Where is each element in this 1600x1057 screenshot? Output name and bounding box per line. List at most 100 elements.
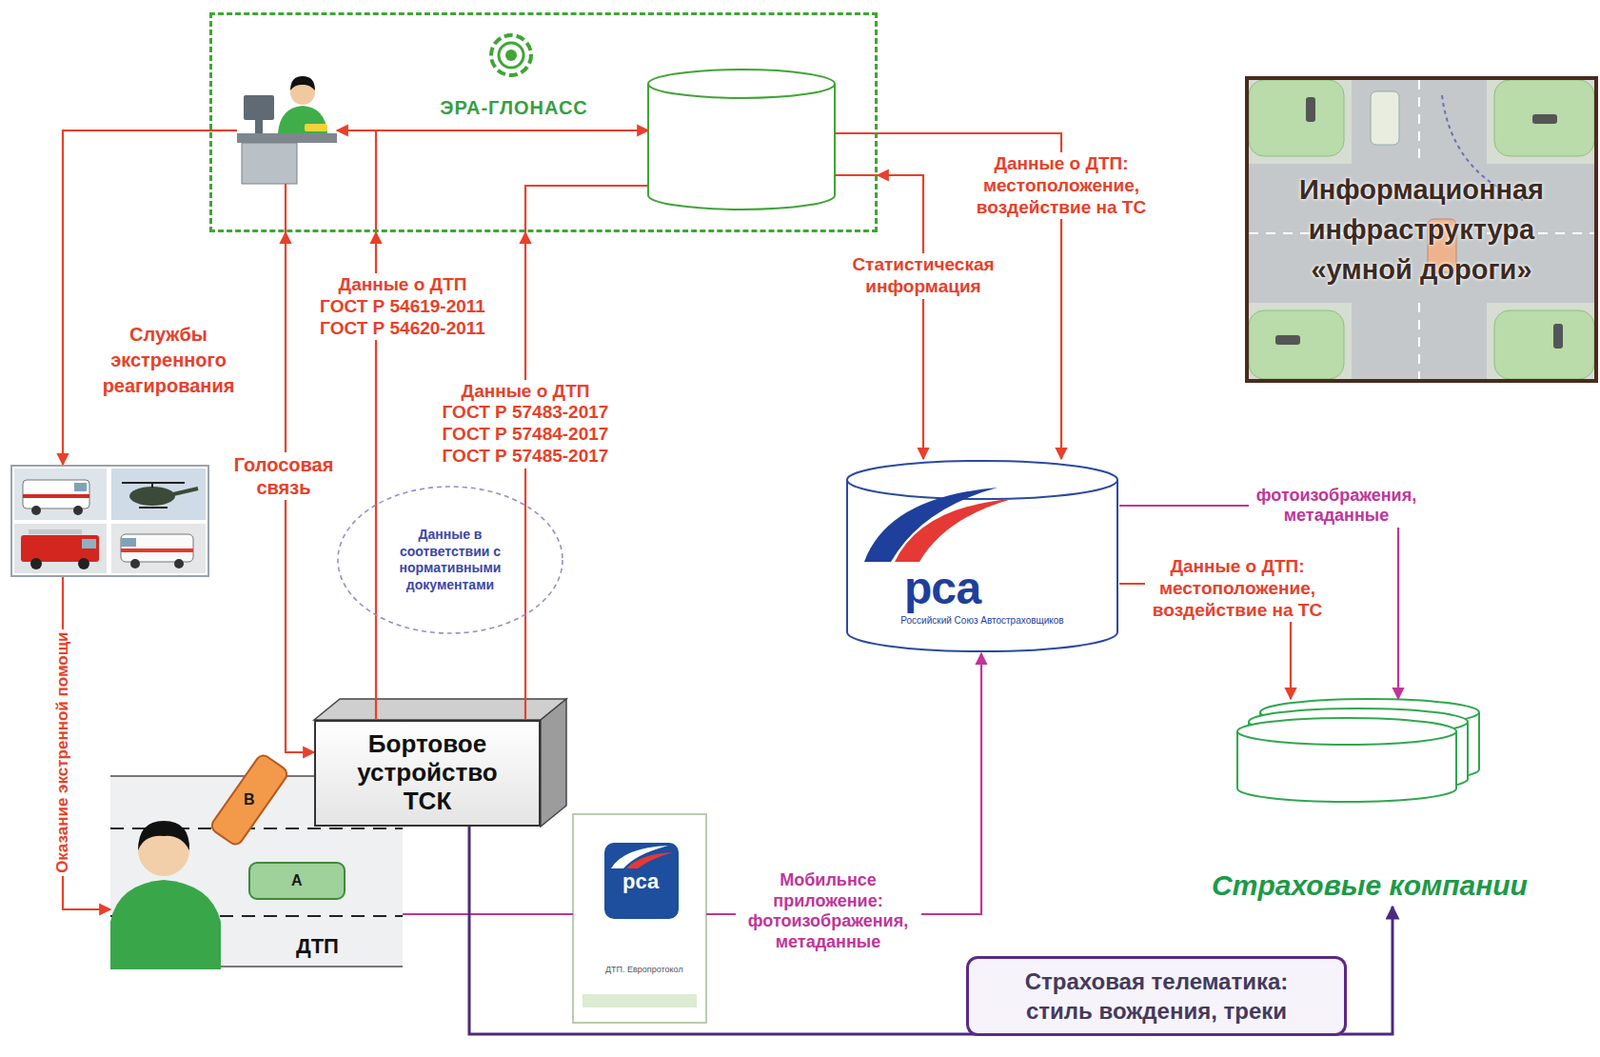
smart-road-picture — [1532, 114, 1558, 124]
system-wires — [209, 130, 878, 233]
operator-desk — [255, 119, 263, 134]
system-wires — [525, 185, 649, 233]
operator-desk — [237, 133, 337, 143]
rescue-vehicles — [20, 534, 99, 562]
operator-desk — [241, 142, 297, 184]
device-box: Бортовое устройство ТСК — [314, 719, 541, 827]
system-wires — [284, 183, 287, 233]
edge-label: Оказание экстренной помощи — [52, 629, 74, 876]
system-wires — [834, 132, 878, 135]
rescue-vehicles — [121, 482, 185, 508]
operator-desk — [243, 95, 275, 120]
node-title: Данные в соответствии с нормативными док… — [388, 526, 513, 593]
rescue-vehicles — [120, 533, 194, 562]
rescue-vehicles — [120, 537, 137, 547]
rescue-vehicles — [30, 557, 42, 570]
node-title: ДТП — [296, 933, 363, 959]
edge-label: Данные о ДТП ГОСТ Р 57483-2017 ГОСТ Р 57… — [434, 379, 616, 469]
smart-road-picture — [1553, 323, 1563, 349]
mobile-app-card — [572, 813, 707, 1023]
operator-desk — [290, 76, 316, 91]
smart-road-picture — [1248, 79, 1595, 379]
device-3d-faces — [314, 698, 567, 720]
connector — [402, 912, 573, 915]
company-stack — [1237, 698, 1480, 802]
company-stack — [1237, 717, 1457, 745]
rescue-vehicles — [22, 493, 90, 498]
smart-road-picture — [1248, 79, 1595, 379]
smart-road-picture — [1305, 97, 1316, 122]
connector — [877, 175, 924, 459]
database-cylinder: рсаРоссийский Союз Автостраховщиков — [845, 458, 1120, 653]
rescue-vehicles — [174, 558, 184, 569]
system-wires — [336, 129, 649, 132]
system-wires — [834, 174, 878, 177]
rescue-vehicles — [22, 479, 90, 509]
edge-label: Данные о ДТП: местоположение, воздействи… — [968, 152, 1155, 219]
operator-desk — [304, 123, 328, 132]
accident-scene — [209, 751, 291, 847]
mobile-app-card — [572, 813, 707, 1023]
smart-road-picture — [1494, 310, 1595, 379]
database-cylinder — [648, 69, 835, 210]
accident-scene — [138, 820, 190, 850]
rescue-vehicles — [173, 488, 198, 494]
rescue-vehicles — [14, 523, 107, 573]
rescue-vehicles — [31, 505, 41, 515]
device-3d-faces — [540, 698, 567, 827]
accident-scene — [209, 751, 291, 847]
rescue-vehicles — [28, 529, 82, 534]
system-wires — [375, 130, 377, 233]
smart-road-picture — [1275, 335, 1301, 345]
node-title: Страховые компании — [1173, 868, 1566, 903]
rescue-vehicles — [111, 523, 206, 573]
mobile-app-card — [582, 993, 697, 1008]
car-letter: B — [243, 790, 256, 809]
smart-road-picture — [1248, 79, 1344, 157]
accident-scene — [249, 862, 345, 899]
company-stack: Страховые компании — [1173, 698, 1566, 907]
rescue-vehicles — [130, 558, 140, 569]
database-cylinder — [648, 83, 835, 210]
node-title: Службы экстренного реагирования — [97, 321, 240, 399]
edge-label: Голосовая связь — [221, 452, 346, 500]
rescue-vehicles — [120, 548, 194, 553]
edge-label: фотоизображения, метаданные — [1248, 484, 1425, 528]
rescue-vehicles — [74, 482, 87, 492]
rescue-vehicles — [129, 486, 176, 506]
device-3d-faces — [314, 698, 567, 827]
smart-road-picture — [1248, 310, 1344, 379]
connector — [524, 232, 527, 720]
rescue-vehicles — [14, 468, 206, 573]
era-glonass-logo — [491, 35, 532, 76]
smart-road-picture — [1248, 79, 1595, 379]
rescue-vehicles — [81, 538, 97, 549]
node-title: Бортовое устройство ТСК — [338, 730, 516, 816]
connector — [1119, 505, 1399, 699]
operator-desk — [277, 105, 328, 134]
connector — [62, 130, 210, 465]
operator-desk — [237, 76, 337, 184]
ellipse-outline — [337, 486, 563, 633]
rescue-vehicles — [111, 468, 206, 520]
service-panel: Службы экстренного реагирования — [10, 464, 210, 577]
node-title: рса — [904, 565, 1120, 612]
rescue-vehicles — [78, 557, 90, 570]
edge-label: Данные о ДТП ГОСТ Р 54619-2011 ГОСТ Р 54… — [312, 273, 494, 340]
node-title: ЭРА-ГЛОНАСС — [418, 97, 610, 119]
system-region: ЭРА-ГЛОНАСС — [209, 12, 878, 233]
edge-label: Мобильнсе приложение: фотоизображения, м… — [735, 869, 922, 953]
node-subtitle: ДТП. Европротокол — [605, 964, 707, 975]
node-title: рса — [622, 870, 707, 892]
era-glonass-logo — [505, 49, 517, 61]
rescue-vehicles — [14, 468, 107, 520]
era-glonass-logo — [491, 35, 532, 76]
edge-label: Данные о ДТП: местоположение, воздействи… — [1145, 554, 1331, 622]
logo-swoosh — [894, 498, 1012, 562]
edge-label: Статистическая информация — [832, 253, 1014, 299]
database-cylinder — [648, 69, 835, 99]
rescue-vehicles — [73, 505, 83, 515]
smart-road-picture — [1494, 79, 1595, 157]
accident-scene — [110, 879, 221, 969]
